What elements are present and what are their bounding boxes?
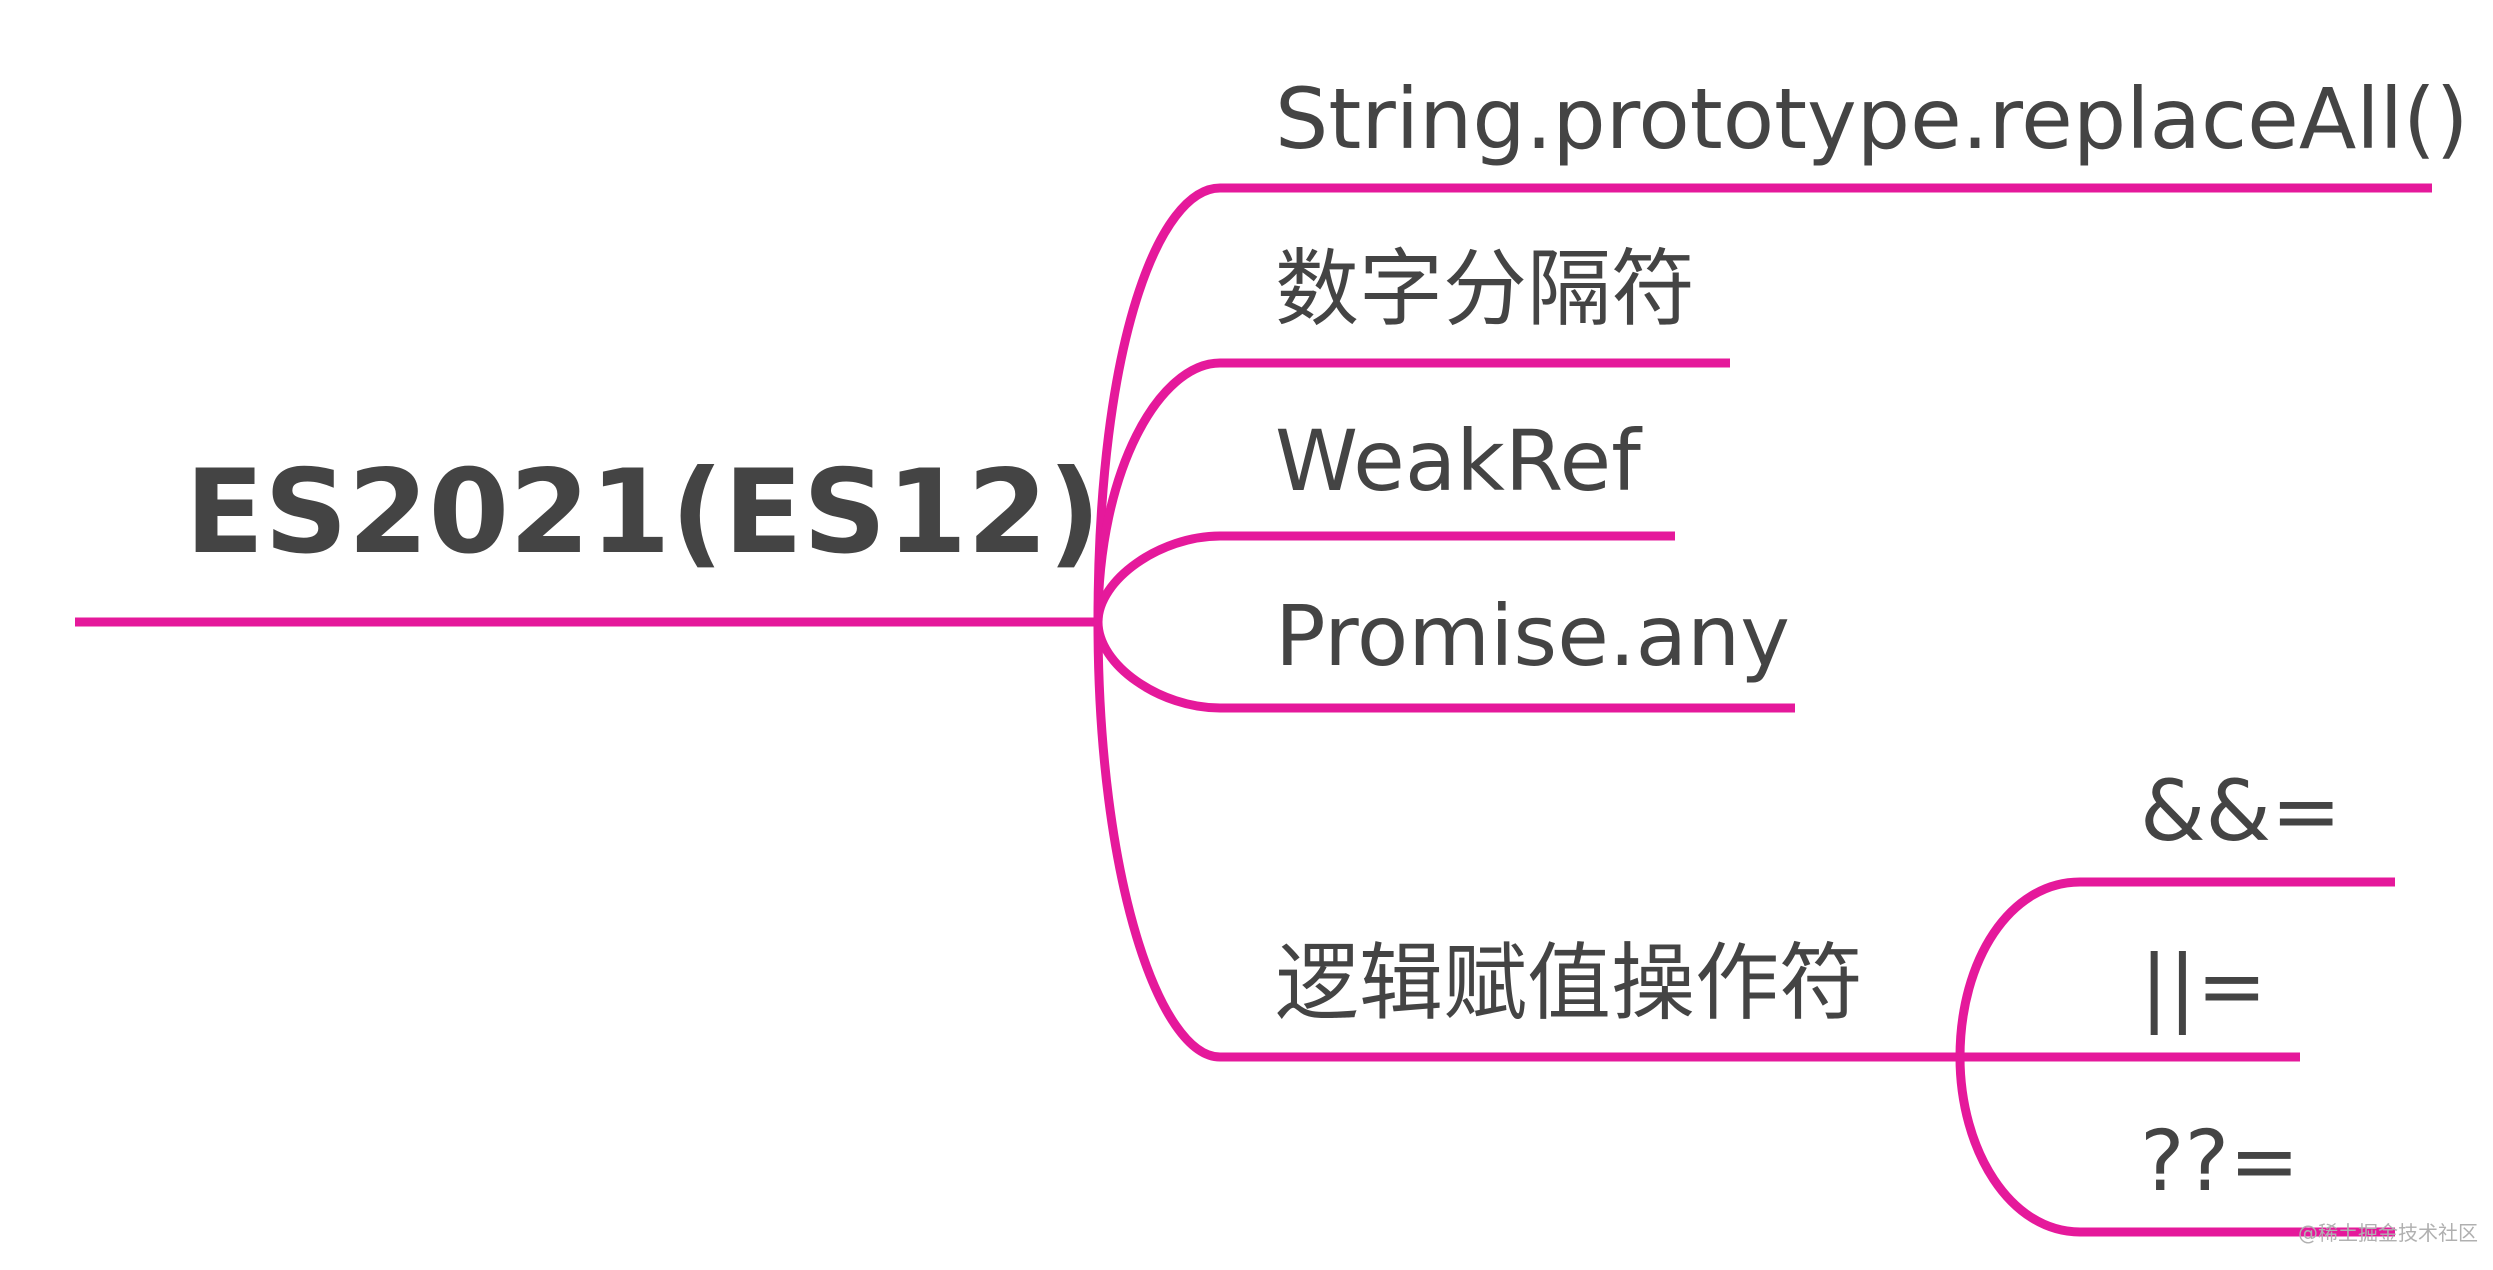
connector-replaceall [1093,183,2432,623]
connector-numeric-separator [1093,358,1730,623]
connector-lines [75,183,2432,1237]
connector-and-assign [1955,877,2395,1058]
connector-nullish-assign [1955,1056,2395,1237]
leaf-label-and-assign: &&= [2140,762,2341,860]
root-node-label: ES2021(ES12) [185,445,1101,580]
leaf-label-nullish-assign: ??= [2140,1112,2300,1210]
node-labels: ES2021(ES12) String.prototype.replaceAll… [185,70,2469,1210]
branch-label-replaceall: String.prototype.replaceAll() [1275,70,2469,168]
connector-weakref [1093,531,1675,623]
branch-label-promise-any: Promise.any [1275,587,1790,685]
branch-label-numeric-separator: 数字分隔符 [1275,240,1695,338]
leaf-label-or-assign: ||= [2140,937,2267,1035]
branch-label-logical-assignment: 逻辑赋值操作符 [1275,934,1863,1032]
branch-label-weakref: WeakRef [1275,412,1643,510]
connector-logical-assignment [1093,621,1960,1062]
watermark-text: @稀土掘金技术社区 [2298,1221,2478,1245]
